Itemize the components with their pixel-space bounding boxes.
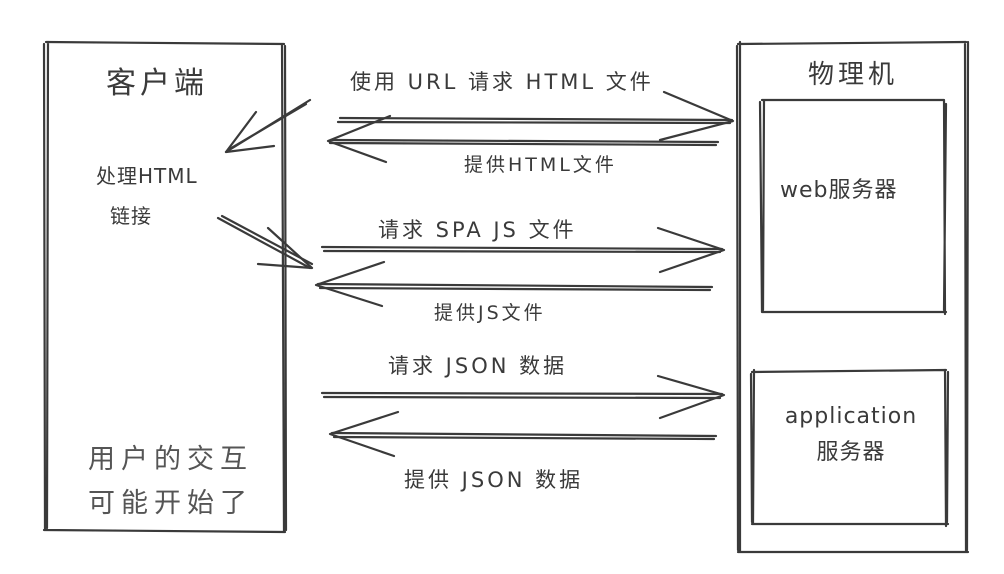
web-server-box bbox=[758, 98, 948, 316]
arrow-response-json bbox=[328, 410, 718, 458]
label-response-json: 提供 JSON 数据 bbox=[404, 468, 584, 492]
client-title: 客户端 bbox=[106, 66, 208, 101]
arrow-response-js bbox=[314, 260, 714, 308]
app-server-label-line2: 服务器 bbox=[816, 440, 886, 465]
client-footer-line2: 可能开始了 bbox=[88, 488, 253, 519]
arrow-client-to-js bbox=[216, 214, 314, 270]
client-box bbox=[42, 40, 288, 534]
label-response-html: 提供HTML文件 bbox=[464, 154, 617, 176]
client-footer-line1: 用户的交互 bbox=[88, 444, 253, 475]
machine-title: 物理机 bbox=[808, 60, 899, 90]
machine-box bbox=[735, 40, 970, 554]
label-request-js: 请求 SPA JS 文件 bbox=[378, 218, 577, 242]
label-request-html: 使用 URL 请求 HTML 文件 bbox=[350, 70, 654, 94]
label-request-json: 请求 JSON 数据 bbox=[388, 354, 568, 378]
arrow-request-html bbox=[336, 90, 735, 142]
label-response-js: 提供JS文件 bbox=[434, 302, 546, 324]
app-server-label-line1: application bbox=[784, 404, 918, 429]
client-note-line1: 处理HTML bbox=[96, 164, 198, 188]
client-note-line2: 链接 bbox=[110, 204, 152, 228]
arrow-request-json bbox=[320, 374, 726, 420]
web-server-label: web服务器 bbox=[780, 178, 898, 203]
arrow-handle-html bbox=[224, 98, 312, 154]
arrow-response-html bbox=[326, 114, 720, 164]
arrow-request-js bbox=[320, 226, 726, 274]
app-server-box bbox=[749, 368, 950, 528]
